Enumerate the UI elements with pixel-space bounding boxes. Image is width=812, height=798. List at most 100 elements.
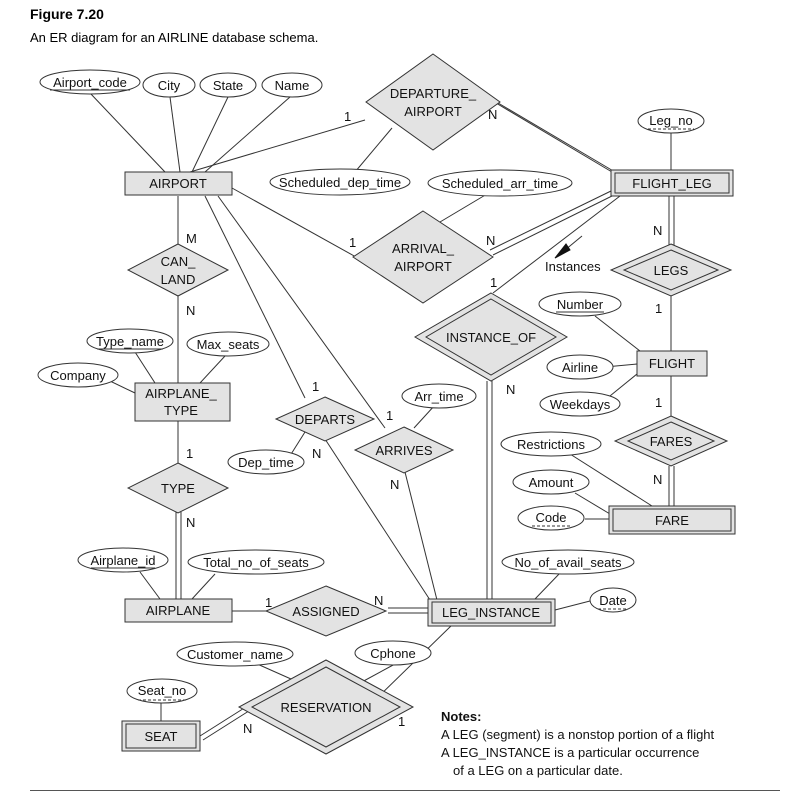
relationship-departs-label: DEPARTS <box>295 412 356 427</box>
entity-leg-instance: LEG_INSTANCE <box>427 598 556 627</box>
relationship-reservation: RESERVATION <box>237 659 415 755</box>
attr-amount-label: Amount <box>529 475 574 490</box>
card-arr-flight-leg: N <box>486 233 495 248</box>
card-can-land-airport: M <box>186 231 197 246</box>
attr-weekdays: Weekdays <box>539 391 621 417</box>
card-legs-flight-leg: N <box>653 223 662 238</box>
attr-seat-no-label: Seat_no <box>138 683 186 698</box>
attr-name: Name <box>261 72 323 98</box>
attr-type-name: Type_name <box>86 328 174 354</box>
card-instance-of-flight-leg: 1 <box>490 275 497 290</box>
card-fares-fare: N <box>653 472 662 487</box>
attr-airport-code-label: Airport_code <box>53 75 127 90</box>
relationship-assigned: ASSIGNED <box>264 585 388 637</box>
card-type-airplane: N <box>186 515 195 530</box>
relationship-fares: FARES <box>613 415 729 467</box>
entity-flight-leg: FLIGHT_LEG <box>610 169 734 197</box>
attr-restrictions: Restrictions <box>500 431 602 457</box>
attr-dep-time: Dep_time <box>227 449 305 475</box>
relationship-departure-airport-label-1: DEPARTURE_ <box>390 86 477 101</box>
relationship-arrives: ARRIVES <box>353 426 455 474</box>
card-legs-flight: 1 <box>655 301 662 316</box>
attr-leg-no-label: Leg_no <box>649 113 692 128</box>
attr-scheduled-arr-time-label: Scheduled_arr_time <box>442 176 558 191</box>
entity-leg-instance-label: LEG_INSTANCE <box>442 605 540 620</box>
attr-dep-time-label: Dep_time <box>238 455 294 470</box>
relationship-instance-of-label: INSTANCE_OF <box>446 330 536 345</box>
attr-scheduled-arr-time: Scheduled_arr_time <box>427 169 573 197</box>
attr-amount: Amount <box>512 469 590 495</box>
relationship-can-land-label-1: CAN_ <box>161 254 196 269</box>
relationship-reservation-label: RESERVATION <box>280 700 371 715</box>
attr-total-no-of-seats: Total_no_of_seats <box>187 549 325 575</box>
attr-max-seats-label: Max_seats <box>197 337 260 352</box>
card-instance-of-leg-instance: N <box>506 382 515 397</box>
attr-leg-no: Leg_no <box>637 108 705 134</box>
attr-city: City <box>142 72 196 98</box>
relationship-arrival-airport: ARRIVAL_ AIRPORT <box>352 210 494 304</box>
attr-date: Date <box>589 587 637 613</box>
card-dep-airport: 1 <box>344 109 351 124</box>
attr-number-label: Number <box>557 297 604 312</box>
attr-weekdays-label: Weekdays <box>550 397 611 412</box>
relationship-departure-airport-label-2: AIRPORT <box>404 104 462 119</box>
entity-seat-label: SEAT <box>145 729 178 744</box>
relationship-instance-of: INSTANCE_OF <box>414 292 568 382</box>
card-assigned-airplane: 1 <box>265 595 272 610</box>
entity-flight: FLIGHT <box>636 350 708 377</box>
attr-company: Company <box>37 362 119 388</box>
attr-company-label: Company <box>50 368 106 383</box>
attr-no-of-avail-seats: No_of_avail_seats <box>501 549 635 575</box>
attr-no-of-avail-seats-label: No_of_avail_seats <box>515 555 622 570</box>
attr-total-no-of-seats-label: Total_no_of_seats <box>203 555 309 570</box>
bottom-rule <box>30 790 780 791</box>
entity-airplane: AIRPLANE <box>124 598 233 623</box>
attr-cphone-label: Cphone <box>370 646 416 661</box>
attr-arr-time-label: Arr_time <box>414 389 463 404</box>
attr-customer-name-label: Customer_name <box>187 647 283 662</box>
notes-title: Notes: <box>441 709 482 724</box>
instances-annotation: Instances <box>545 259 601 274</box>
card-reservation-leg-instance: 1 <box>398 714 405 729</box>
attr-city-label: City <box>158 78 181 93</box>
card-dep-flight-leg: N <box>488 107 497 122</box>
notes-line-2: A LEG_INSTANCE is a particular occurrenc… <box>441 745 700 760</box>
notes-line-1: A LEG (segment) is a nonstop portion of … <box>441 727 715 742</box>
entity-airplane-type: AIRPLANE_ TYPE <box>134 382 231 422</box>
relationship-can-land: CAN_ LAND <box>126 243 230 297</box>
notes-line-3: of a LEG on a particular date. <box>453 763 623 778</box>
entity-airport-label: AIRPORT <box>149 176 207 191</box>
relationship-assigned-label: ASSIGNED <box>292 604 359 619</box>
relationship-type-label: TYPE <box>161 481 195 496</box>
attr-restrictions-label: Restrictions <box>517 437 585 452</box>
attr-type-name-label: Type_name <box>96 334 164 349</box>
figure-caption: An ER diagram for an AIRLINE database sc… <box>30 30 319 45</box>
attr-cphone: Cphone <box>354 640 432 666</box>
attr-name-label: Name <box>275 78 310 93</box>
entity-fare-label: FARE <box>655 513 689 528</box>
relationship-arrival-airport-label-1: ARRIVAL_ <box>392 241 455 256</box>
card-can-land-type: N <box>186 303 195 318</box>
attr-state-label: State <box>213 78 243 93</box>
card-arr-airport: 1 <box>349 235 356 250</box>
attr-code-label: Code <box>535 510 566 525</box>
card-fares-flight: 1 <box>655 395 662 410</box>
attr-airplane-id: Airplane_id <box>77 547 169 573</box>
cardinality-labels: 1 N 1 N M N N 1 1 N 1 N 1 N 1 N 1 N 1 N … <box>186 107 662 736</box>
card-arrives-leg-instance: N <box>390 477 399 492</box>
relationship-can-land-label-2: LAND <box>161 272 196 287</box>
entity-seat: SEAT <box>121 720 201 752</box>
relationship-legs: LEGS <box>609 243 733 297</box>
attr-customer-name: Customer_name <box>176 641 294 667</box>
attr-state: State <box>199 72 257 98</box>
relationship-arrives-label: ARRIVES <box>375 443 432 458</box>
card-assigned-leg-instance: N <box>374 593 383 608</box>
attr-airline-label: Airline <box>562 360 598 375</box>
entity-airplane-label: AIRPLANE <box>146 603 211 618</box>
attr-airline: Airline <box>546 354 614 380</box>
instances-arrow <box>554 235 583 259</box>
attr-code: Code <box>517 505 585 531</box>
card-arrives-airport: 1 <box>386 408 393 423</box>
relationship-departure-airport: DEPARTURE_ AIRPORT <box>365 53 501 151</box>
entity-flight-label: FLIGHT <box>649 356 695 371</box>
